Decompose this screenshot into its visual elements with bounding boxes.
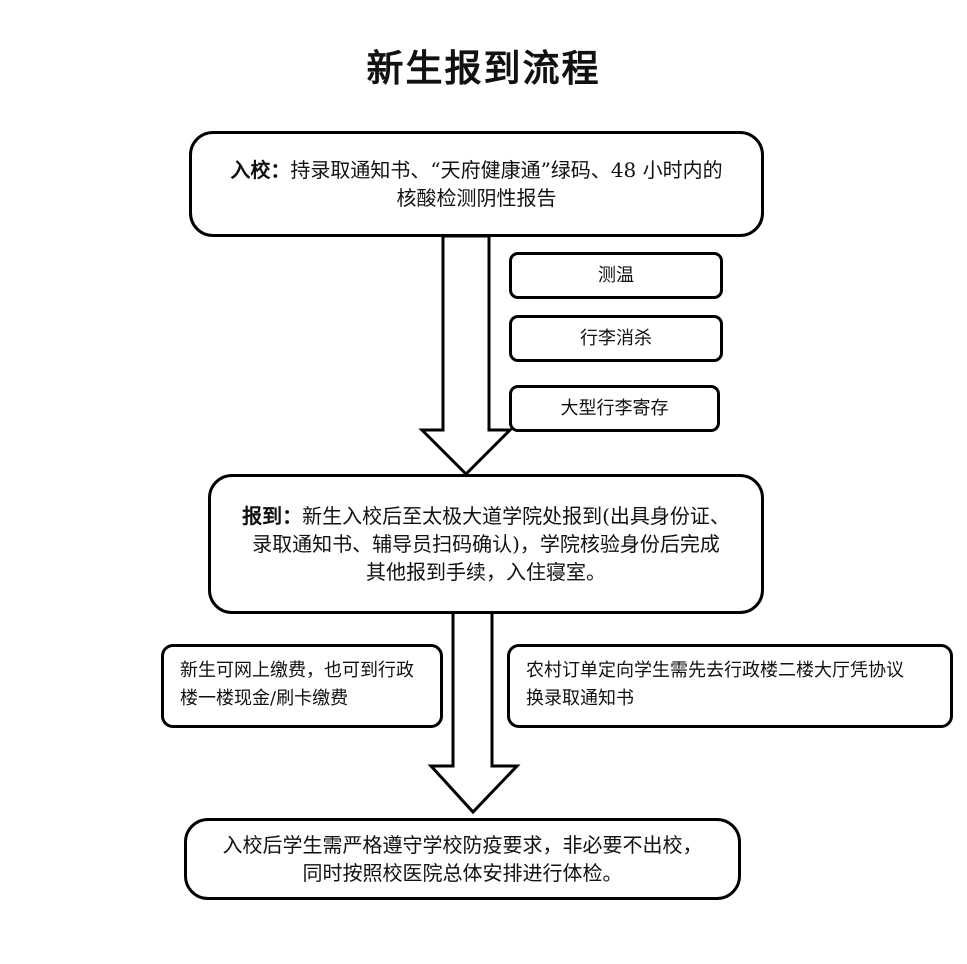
step-register-lead: 报到：: [242, 504, 303, 528]
step-final-box: 入校后学生需严格遵守学校防疫要求，非必要不出校， 同时按照校医院总体安排进行体检…: [184, 818, 741, 900]
step-enter-lead: 入校：: [230, 158, 291, 182]
step-enter-box: 入校：持录取通知书、“天府健康通”绿码、48 小时内的 核酸检测阴性报告: [189, 131, 764, 237]
step-register-box: 报到：新生入校后至太极大道学院处报到(出具身份证、 录取通知书、辅导员扫码确认)…: [208, 474, 764, 614]
step-enter-content: 入校：持录取通知书、“天府健康通”绿码、48 小时内的 核酸检测阴性报告: [230, 156, 722, 212]
step-register-text: 新生入校后至太极大道学院处报到(出具身份证、 录取通知书、辅导员扫码确认)，学院…: [252, 504, 730, 584]
step-enter-text: 持录取通知书、“天府健康通”绿码、48 小时内的 核酸检测阴性报告: [290, 158, 723, 210]
step-register-content: 报到：新生入校后至太极大道学院处报到(出具身份证、 录取通知书、辅导员扫码确认)…: [242, 502, 730, 586]
note-rural-text: 农村订单定向学生需先去行政楼二楼大厅凭协议 换录取通知书: [526, 660, 904, 709]
arrow-enter-to-register: [418, 234, 514, 477]
page-title: 新生报到流程: [366, 47, 601, 90]
note-payment-box: 新生可网上缴费，也可到行政 楼一楼现金/刷卡缴费: [161, 644, 443, 728]
check-temperature-box: 测温: [509, 252, 723, 299]
check-temperature-label: 测温: [598, 264, 634, 286]
check-disinfection-label: 行李消杀: [580, 327, 652, 349]
check-luggage-storage-label: 大型行李寄存: [560, 397, 669, 419]
check-luggage-storage-box: 大型行李寄存: [509, 385, 720, 432]
note-payment-text: 新生可网上缴费，也可到行政 楼一楼现金/刷卡缴费: [180, 660, 414, 709]
check-disinfection-box: 行李消杀: [509, 315, 723, 362]
arrow-register-to-final: [427, 610, 521, 815]
step-final-text: 入校后学生需严格遵守学校防疫要求，非必要不出校， 同时按照校医院总体安排进行体检…: [222, 833, 703, 885]
note-rural-box: 农村订单定向学生需先去行政楼二楼大厅凭协议 换录取通知书: [507, 644, 953, 728]
